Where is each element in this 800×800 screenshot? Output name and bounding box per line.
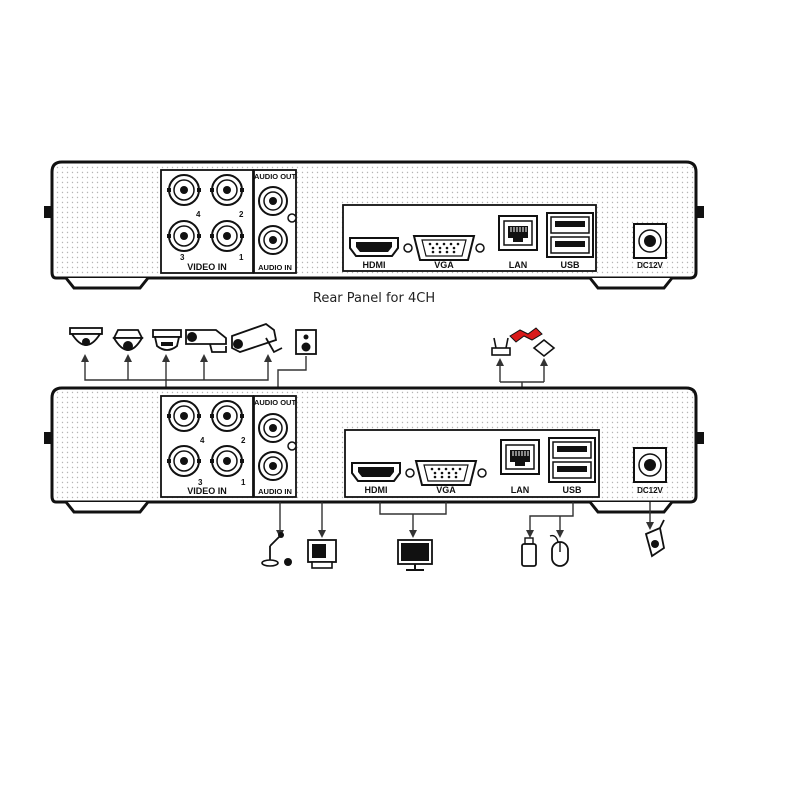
bnc-number-4-b: 4 <box>200 436 205 445</box>
internet-cloud-icon <box>509 327 543 343</box>
usb-label: USB <box>560 260 580 270</box>
bnc-port-4[interactable] <box>166 174 202 206</box>
bnc-number-1: 1 <box>239 253 244 262</box>
lan-label: LAN <box>509 260 528 270</box>
dc-label-2: DC12V <box>637 486 663 495</box>
audio-in-jack[interactable] <box>258 225 288 255</box>
video-in-label: VIDEO IN <box>187 262 227 272</box>
bnc-port-2-b[interactable] <box>209 400 245 432</box>
hdmi-label-2: HDMI <box>365 485 388 495</box>
usb-drive-icon <box>521 537 537 567</box>
monitor-lcd-icon <box>397 539 433 571</box>
bullet-camera-large-icon <box>231 322 283 354</box>
hdmi-label: HDMI <box>363 260 386 270</box>
hdmi-port-2[interactable] <box>351 462 401 482</box>
dc-power-jack-2[interactable] <box>633 447 667 483</box>
hdmi-port[interactable] <box>349 237 399 257</box>
dvr-rear-panel-top: 4 2 3 1 VIDEO IN AUDIO OUT AUDIO IN HDMI… <box>44 160 704 290</box>
router-icon <box>491 337 511 356</box>
mouse-icon <box>549 534 569 567</box>
turret-camera-icon <box>152 329 182 351</box>
video-in-group-2: 4 2 3 1 VIDEO IN <box>160 395 254 498</box>
video-in-group: 4 2 3 1 VIDEO IN <box>160 169 254 274</box>
usb-ports-2[interactable] <box>548 437 596 483</box>
audio-out-jack-2[interactable] <box>258 413 288 443</box>
bnc-number-1-b: 1 <box>241 478 246 487</box>
audio-in-jack-2[interactable] <box>258 451 288 481</box>
lan-label-2: LAN <box>511 485 530 495</box>
audio-out-jack[interactable] <box>258 186 288 216</box>
io-group-2: HDMI VGA LAN USB <box>344 429 600 498</box>
bnc-number-3-b: 3 <box>198 478 203 487</box>
speaker-icon <box>295 329 317 355</box>
dvr-rear-panel-bottom: 4 2 3 1 VIDEO IN AUDIO OUT AUDIO IN HDMI… <box>44 386 704 514</box>
lan-port-2[interactable] <box>500 439 540 475</box>
ground-screw-2 <box>287 441 297 451</box>
bnc-port-3[interactable] <box>166 220 202 252</box>
audio-group-2: AUDIO OUT AUDIO IN <box>253 395 297 498</box>
bullet-camera-icon <box>185 329 227 353</box>
io-group: HDMI VGA LAN USB <box>342 204 597 272</box>
audio-group: AUDIO OUT AUDIO IN <box>253 169 297 274</box>
vga-label-2: VGA <box>436 485 456 495</box>
bnc-port-1-b[interactable] <box>209 445 245 477</box>
eyeball-camera-icon <box>112 329 144 351</box>
bnc-number-2: 2 <box>239 210 244 219</box>
caption: Rear Panel for 4CH <box>313 291 435 306</box>
microphone-icon <box>261 532 292 567</box>
vga-label: VGA <box>434 260 454 270</box>
output-connections <box>276 502 654 538</box>
dc-power-jack[interactable] <box>633 223 667 259</box>
bnc-number-2-b: 2 <box>241 436 246 445</box>
bnc-number-4: 4 <box>196 210 201 219</box>
audio-in-label-2: AUDIO IN <box>258 487 292 496</box>
audio-in-label: AUDIO IN <box>258 263 292 272</box>
network-switch-icon <box>532 338 556 358</box>
audio-out-label: AUDIO OUT <box>254 172 297 181</box>
bnc-number-3: 3 <box>180 253 185 262</box>
usb-label-2: USB <box>562 485 582 495</box>
bnc-port-3-b[interactable] <box>166 445 202 477</box>
monitor-crt-icon <box>307 539 337 569</box>
audio-out-label-2: AUDIO OUT <box>254 398 297 407</box>
bnc-port-1[interactable] <box>209 220 245 252</box>
bnc-port-4-b[interactable] <box>166 400 202 432</box>
dc-label: DC12V <box>637 261 663 270</box>
power-adapter-icon <box>644 519 666 558</box>
camera-connections <box>81 354 307 400</box>
lan-port[interactable] <box>498 215 538 251</box>
ground-screw <box>287 213 297 223</box>
video-in-label-2: VIDEO IN <box>187 486 227 496</box>
bnc-port-2[interactable] <box>209 174 245 206</box>
usb-ports[interactable] <box>546 212 594 258</box>
dome-camera-icon <box>69 327 103 346</box>
